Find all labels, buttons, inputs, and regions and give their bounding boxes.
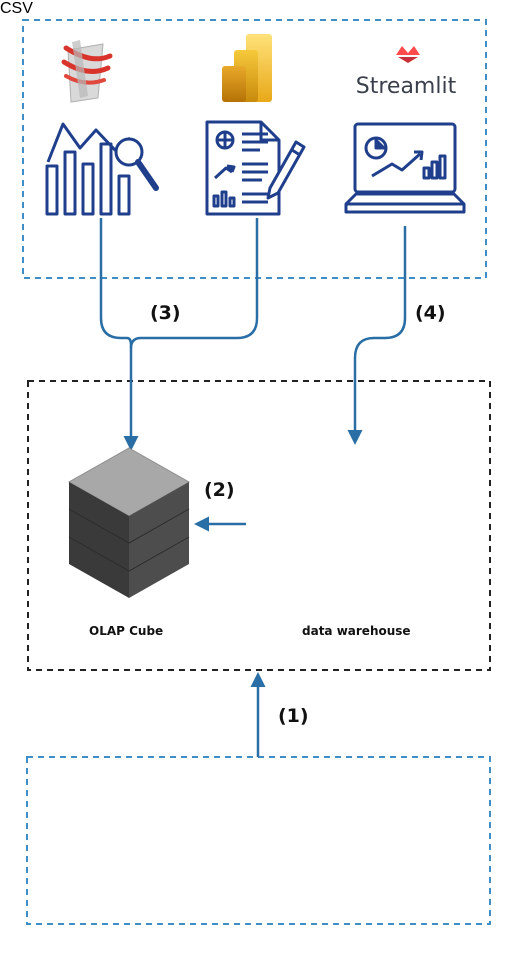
power-bi-logo-icon bbox=[222, 34, 272, 102]
olap-cube-label: OLAP Cube bbox=[89, 624, 164, 638]
connector-bi-to-cube bbox=[99, 218, 259, 451]
streamlit-wordmark: Streamlit bbox=[356, 74, 457, 99]
bi-tools-frame bbox=[22, 19, 487, 279]
streamlit-logo-icon bbox=[396, 46, 420, 63]
ssas-logo-icon bbox=[61, 40, 113, 103]
olap-cube-icon bbox=[67, 447, 191, 598]
data-warehouse-label: data warehouse bbox=[302, 624, 411, 638]
step-label-load: (1) bbox=[278, 705, 309, 727]
step-label-build-cube: (2) bbox=[204, 479, 235, 501]
connector-dashboard-to-warehouse bbox=[347, 226, 407, 445]
analytics-chart-icon bbox=[45, 122, 159, 216]
storage-frame bbox=[27, 380, 491, 671]
svg-text:Streamlit: Streamlit bbox=[356, 74, 457, 99]
csv-file-icon: CSV bbox=[0, 0, 33, 17]
report-document-icon bbox=[205, 120, 306, 216]
laptop-dashboard-icon bbox=[344, 122, 466, 214]
data-sources-frame bbox=[26, 756, 491, 925]
step-label-dashboard: (4) bbox=[415, 302, 446, 324]
step-label-bi-analysis: (3) bbox=[150, 302, 181, 324]
